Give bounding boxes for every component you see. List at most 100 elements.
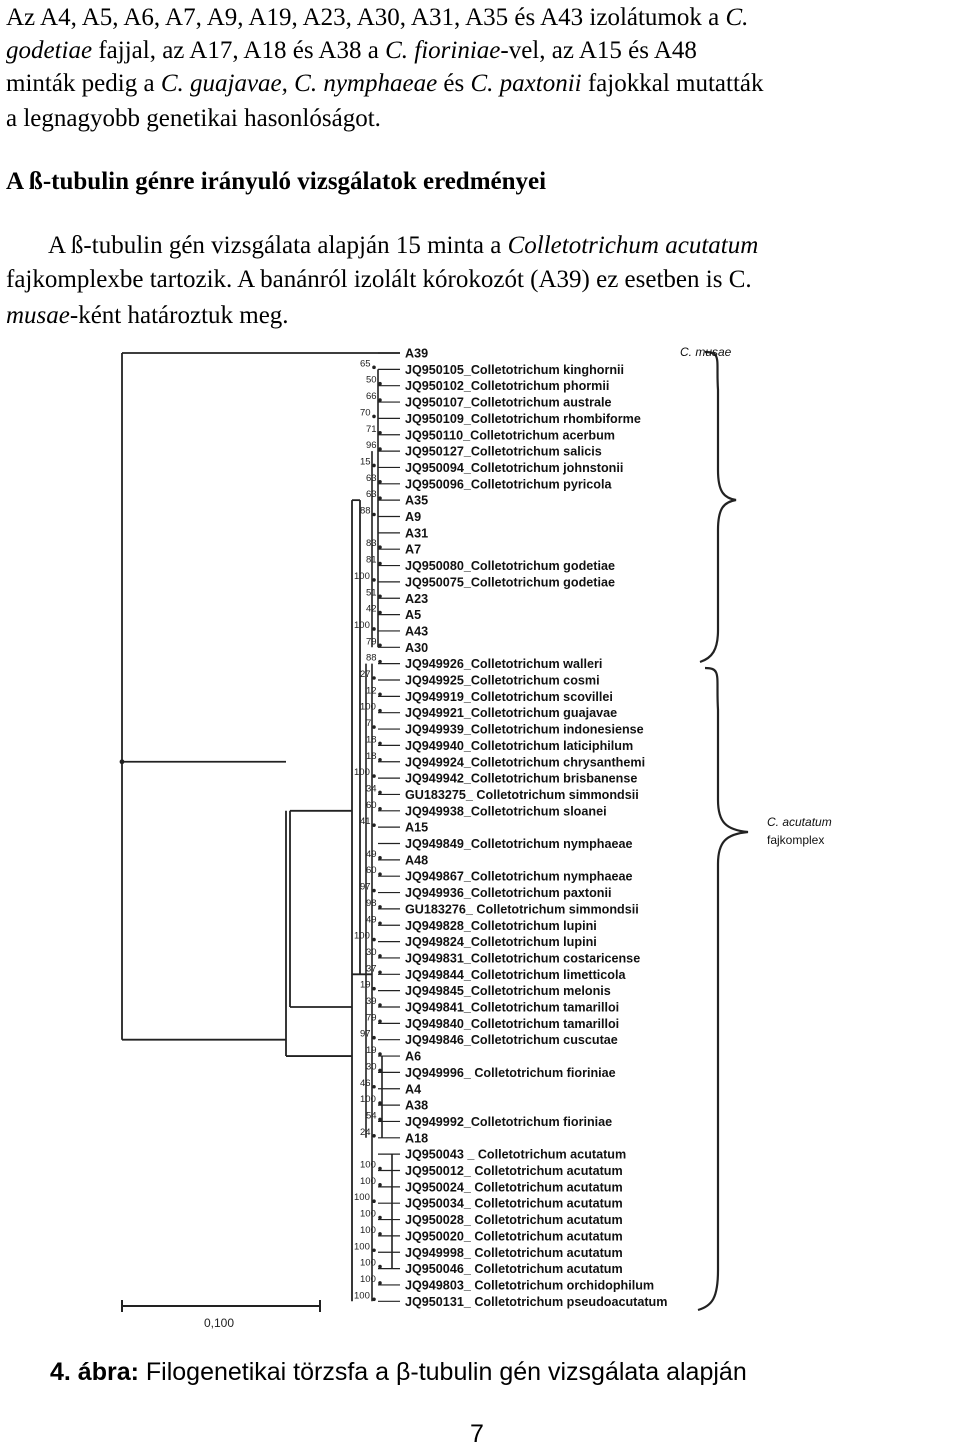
- taxon-label: JQ950094_Colletotrichum johnstonii: [405, 461, 623, 475]
- bootstrap-value: 42: [366, 604, 377, 615]
- taxon-label: A43: [405, 624, 428, 638]
- page-number: 7: [470, 1420, 484, 1448]
- taxon-label: JQ949925_Colletotrichum cosmi: [405, 674, 600, 688]
- bootstrap-value: 63: [366, 473, 377, 484]
- bootstrap-value: 7: [366, 718, 371, 729]
- text-run: -vel, az A15 és A48: [500, 37, 697, 64]
- taxon-label: JQ949844_Colletotrichum limetticola: [405, 968, 626, 982]
- taxon-label: JQ949996_ Colletotrichum fioriniae: [405, 1066, 616, 1080]
- bootstrap-value: 34: [366, 783, 377, 794]
- taxon-label: JQ949867_Colletotrichum nymphaeae: [405, 870, 632, 884]
- node-dot: [378, 1003, 382, 1007]
- bootstrap-value: 79: [366, 636, 377, 647]
- taxon-label: JQ949919_Colletotrichum scovillei: [405, 690, 613, 704]
- taxon-label: JQ949926_Colletotrichum walleri: [405, 657, 602, 671]
- taxon-label: JQ950075_Colletotrichum godetiae: [405, 575, 615, 589]
- node-dot: [378, 1117, 382, 1122]
- taxon-label: JQ950105_Colletotrichum kinghornii: [405, 363, 624, 377]
- paragraph1-line1: Az A4, A5, A6, A7, A9, A19, A23, A30, A3…: [6, 0, 958, 36]
- taxon-label: JQ950080_Colletotrichum godetiae: [405, 559, 615, 573]
- bootstrap-value: 49: [366, 914, 377, 925]
- bootstrap-value: 97: [360, 1029, 371, 1040]
- bootstrap-value: 100: [354, 931, 370, 942]
- node-dot: [372, 1084, 376, 1089]
- bootstrap-value: 12: [366, 685, 377, 696]
- node-dot: [372, 1134, 376, 1138]
- taxon-label: JQ950110_Colletotrichum acerbum: [405, 428, 615, 442]
- taxon-label: JQ949828_Colletotrichum lupini: [405, 919, 597, 933]
- node-dot: [378, 1019, 382, 1024]
- taxon-label: JQ949921_Colletotrichum guajavae: [405, 706, 617, 720]
- node-dot: [378, 447, 382, 451]
- bootstrap-value: 65: [360, 358, 371, 369]
- taxon-label: JQ949939_Colletotrichum indonesiense: [405, 723, 644, 737]
- node-dot: [372, 725, 376, 729]
- node-dot: [378, 1052, 382, 1056]
- node-dot: [378, 905, 382, 909]
- taxon-label: GU183275_ Colletotrichum simmondsii: [405, 788, 639, 802]
- taxon-label: A31: [405, 526, 428, 540]
- taxon-label: A9: [405, 510, 421, 524]
- node-dot: [378, 757, 382, 762]
- taxon-label: A30: [405, 641, 428, 655]
- text-run: A ß-tubulin gén vizsgálata alapján 15 mi…: [48, 232, 508, 259]
- taxon-label: JQ950131_ Colletotrichum pseudoacutatum: [405, 1295, 667, 1309]
- node-dot: [378, 1232, 382, 1236]
- bootstrap-value: 100: [354, 1192, 370, 1203]
- bootstrap-value: 100: [360, 702, 376, 713]
- node-dot: [372, 627, 376, 631]
- bootstrap-value: 18: [366, 734, 377, 745]
- node-dot: [372, 1248, 376, 1253]
- paragraph2-line2: fajkomplexbe tartozik. A banánról izolál…: [6, 262, 958, 298]
- paragraph1-line2: godetiae fajjal, az A17, A18 és A38 a C.…: [6, 33, 958, 69]
- taxon-label: A23: [405, 592, 428, 606]
- node-dot: [378, 1215, 382, 1220]
- tree-branches: [121, 352, 400, 1302]
- bootstrap-value: 100: [354, 767, 370, 778]
- taxon-label: A48: [405, 853, 428, 867]
- taxon-label: JQ949824_Colletotrichum lupini: [405, 935, 597, 949]
- text-run: és: [437, 70, 471, 97]
- node-dot: [378, 1068, 382, 1073]
- text-run-italic: Colletotrichum acutatum: [507, 232, 759, 259]
- taxon-label: A18: [405, 1131, 428, 1145]
- taxon-label: A39: [405, 347, 428, 361]
- node-dot: [372, 676, 376, 680]
- paragraph2-line1: A ß-tubulin gén vizsgálata alapján 15 mi…: [48, 228, 960, 264]
- bootstrap-value: 96: [366, 440, 377, 451]
- node-dot: [372, 1199, 376, 1203]
- node-dot: [378, 856, 382, 860]
- paragraph2-line3: musae-ként határoztuk meg.: [6, 298, 958, 334]
- node-dot: [378, 921, 382, 926]
- node-dot: [378, 561, 382, 566]
- bootstrap-value: 27: [360, 669, 371, 680]
- node-dot: [378, 1281, 382, 1285]
- taxon-label: JQ949840_Colletotrichum tamarilloi: [405, 1017, 619, 1031]
- node-dot: [372, 1297, 376, 1302]
- bootstrap-value: 54: [366, 1110, 377, 1121]
- bootstrap-value: 100: [354, 571, 370, 582]
- node-dot: [372, 1035, 376, 1040]
- node-dot: [372, 512, 376, 517]
- bootstrap-value: 39: [366, 996, 377, 1007]
- node-dot: [378, 398, 382, 402]
- musae-clade-brace: [699, 350, 737, 664]
- node-dot: [378, 872, 382, 876]
- scale-bar-label: 0,100: [204, 1316, 234, 1330]
- taxon-label: JQ950046_ Colletotrichum acutatum: [405, 1262, 623, 1276]
- phylogenetic-tree-figure: 6550667071961563638883811005142100798827…: [119, 345, 832, 1330]
- taxon-label: A5: [405, 608, 421, 622]
- node-dot: [378, 1101, 382, 1105]
- taxon-label: JQ949841_Colletotrichum tamarilloi: [405, 1001, 619, 1015]
- taxon-label: A6: [405, 1050, 421, 1064]
- text-run-italic: C. fioriniae: [385, 37, 501, 64]
- text-run: a legnagyobb genetikai hasonlóságot.: [6, 105, 381, 132]
- node-dot: [378, 610, 382, 615]
- taxon-label: JQ950096_Colletotrichum pyricola: [405, 477, 612, 491]
- node-dot: [372, 463, 376, 468]
- node-dot: [378, 430, 382, 435]
- node-dot: [372, 365, 376, 370]
- node-dot: [372, 823, 376, 827]
- bootstrap-value: 83: [366, 538, 377, 549]
- acutatum-clade-brace: [697, 666, 749, 1312]
